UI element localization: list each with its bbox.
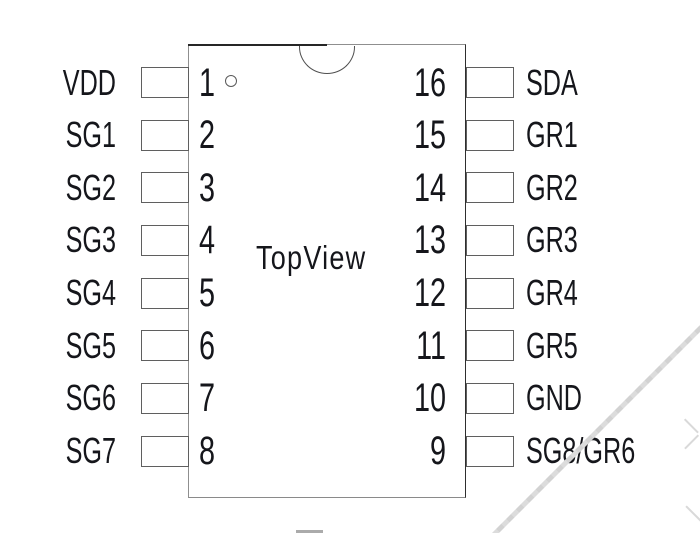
pin-pad-left bbox=[141, 224, 189, 256]
pin-label: VDD bbox=[62, 61, 116, 103]
pin-label: SG7 bbox=[65, 430, 116, 472]
pin-pad-left bbox=[141, 172, 189, 204]
pin-label: GR4 bbox=[526, 272, 578, 314]
pin-label: SDA bbox=[526, 61, 578, 103]
pin-number: 6 bbox=[199, 323, 216, 368]
pin-pad-left bbox=[141, 119, 189, 151]
pin-label: SG2 bbox=[65, 166, 116, 208]
pin-number: 2 bbox=[199, 113, 216, 158]
pin-pad-left bbox=[141, 67, 189, 98]
ic-package-body bbox=[188, 44, 466, 498]
pin-pad-right bbox=[466, 224, 514, 256]
pin-number: 9 bbox=[429, 429, 446, 474]
pin-number: 3 bbox=[199, 165, 216, 210]
pin-pad-right bbox=[466, 330, 514, 362]
pin1-indicator-icon bbox=[225, 75, 237, 87]
pin-pad-right bbox=[466, 119, 514, 151]
pin-label: SG4 bbox=[65, 272, 116, 314]
pin-number: 11 bbox=[416, 323, 446, 368]
pin-label: GR2 bbox=[526, 166, 578, 208]
pin-pad-right bbox=[466, 435, 514, 467]
cutoff-element-bottom bbox=[296, 530, 323, 533]
pin-pad-left bbox=[141, 330, 189, 362]
pin-pad-right bbox=[466, 67, 514, 98]
pin-pad-right bbox=[466, 172, 514, 204]
pin-label: GR5 bbox=[526, 324, 578, 366]
pin-label: SG3 bbox=[65, 219, 116, 261]
pin-pad-right bbox=[466, 382, 514, 414]
pin-label: SG8/GR6 bbox=[526, 429, 645, 473]
pin-label: SG5 bbox=[65, 324, 116, 366]
pin-label: SG1 bbox=[65, 114, 116, 156]
pin-number: 15 bbox=[413, 113, 446, 158]
pin-number: 13 bbox=[413, 218, 446, 263]
watermark-corner-line bbox=[685, 505, 700, 523]
pin-number: 5 bbox=[199, 271, 216, 316]
pin-label: GR3 bbox=[526, 219, 578, 261]
pin-pad-left bbox=[141, 382, 189, 414]
pin-number: 12 bbox=[413, 271, 446, 316]
watermark-chevron-icon bbox=[684, 418, 699, 434]
pin-pad-left bbox=[141, 435, 189, 467]
pin-label: GND bbox=[526, 377, 582, 419]
pin-label: GR1 bbox=[526, 114, 578, 156]
pin-label: SG6 bbox=[65, 377, 116, 419]
pin-number: 14 bbox=[413, 165, 446, 210]
pin-pad-right bbox=[466, 277, 514, 309]
pin-number: 1 bbox=[199, 60, 216, 105]
pin-number: 8 bbox=[199, 429, 216, 474]
pin-number: 10 bbox=[413, 376, 446, 421]
ic-package-top-edge bbox=[188, 43, 327, 46]
pin-number: 4 bbox=[199, 218, 216, 263]
watermark-chevron-icon bbox=[684, 434, 699, 450]
pin-pad-left bbox=[141, 277, 189, 309]
pin-number: 16 bbox=[413, 60, 446, 105]
view-label: TopView bbox=[256, 239, 367, 276]
pin-number: 7 bbox=[199, 376, 216, 421]
